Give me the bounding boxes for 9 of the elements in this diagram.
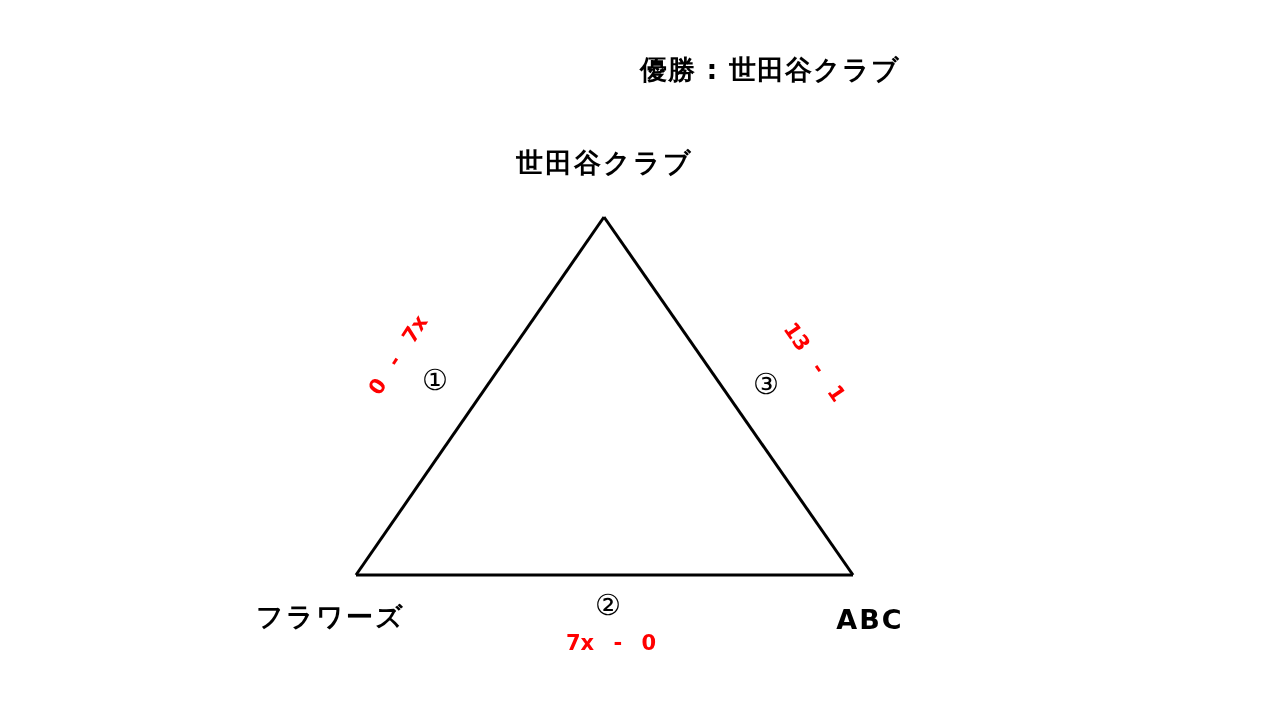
triangle-side: [356, 573, 853, 577]
team-name: フラワーズ: [255, 600, 405, 634]
triangle-side: [354, 216, 606, 576]
title: 優勝 : 世田谷クラブ: [640, 53, 900, 87]
team-name: 世田谷クラブ: [515, 146, 693, 180]
score-label: 13 - 1: [778, 317, 851, 407]
triangle-side: [602, 216, 855, 576]
team-name: ABC: [836, 604, 904, 635]
score-label: 7x - 0: [566, 631, 657, 655]
